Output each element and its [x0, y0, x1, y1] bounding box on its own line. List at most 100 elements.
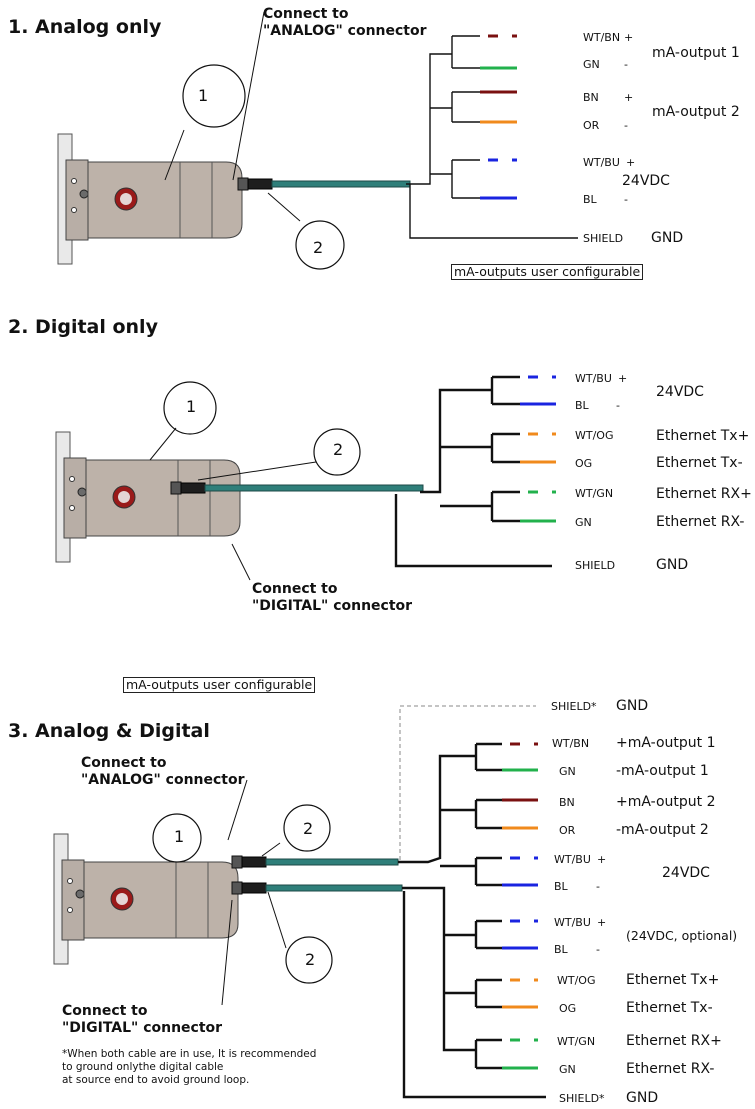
sensor-device: [53, 833, 239, 965]
leader-line: [267, 192, 301, 222]
signal-label: Ethernet RX-: [626, 1061, 715, 1077]
logo-center: [116, 893, 128, 905]
footnote-line: to ground onlythe digital cable: [62, 1061, 224, 1073]
screw: [79, 189, 89, 199]
wire-code: WT/BN: [552, 737, 590, 750]
trunk-line: [420, 388, 492, 494]
leader-line: [149, 427, 177, 461]
wire-polarity: -: [596, 880, 600, 893]
dashed-shield-line: [399, 705, 536, 860]
callout-2: 2: [305, 950, 316, 969]
wire-code: BN: [559, 796, 575, 809]
flange-hole: [69, 476, 75, 482]
signal-label: -mA-output 1: [616, 763, 709, 779]
wire-code: OR: [583, 119, 600, 132]
leader-line: [231, 543, 251, 581]
screw: [75, 889, 85, 899]
connector-label-analog: Connect to "ANALOG" connector: [81, 755, 245, 789]
config-note: mA-outputs user configurable: [123, 677, 316, 693]
shield-line: [394, 494, 552, 568]
callout-circle: [313, 428, 361, 476]
leader-line: [227, 779, 248, 841]
connector-label-digital: Connect to "DIGITAL" connector: [62, 1003, 222, 1037]
wire-code: WT/GN: [575, 487, 614, 500]
connector-line-2: "DIGITAL" connector: [252, 598, 413, 614]
sensor-body: [87, 161, 243, 239]
connector-line-1: Connect to: [62, 1003, 148, 1019]
cable: [271, 180, 411, 188]
shield-signal: GND: [651, 230, 684, 246]
shield-code: SHIELD*: [551, 700, 597, 713]
wire-polarity: +: [597, 916, 607, 929]
signal-label: Ethernet RX+: [626, 1033, 722, 1049]
sensor-device: [57, 133, 243, 265]
ground-footnote: *When both cable are in use, It is recom…: [62, 1048, 316, 1087]
cable-analog: [265, 858, 399, 866]
callout-circle: [295, 220, 345, 270]
shield-code: SHIELD: [575, 559, 616, 572]
connector-plug-digital-nut: [231, 881, 243, 895]
callout-circle: [152, 813, 202, 863]
trunk-line: [402, 886, 476, 1052]
wire-code: GN: [583, 58, 600, 71]
footnote-line: *When both cable are in use, It is recom…: [62, 1048, 317, 1060]
signal-label: mA-output 2: [652, 104, 740, 120]
leader-line: [232, 11, 265, 181]
callout-circle: [182, 64, 246, 128]
footnote-line: at source end to avoid ground loop.: [62, 1074, 250, 1086]
connector-plug-nut: [170, 481, 182, 495]
signal-label: 24VDC: [622, 173, 670, 189]
wire-code: BL: [554, 943, 568, 956]
wire-polarity: +: [597, 853, 607, 866]
flange: [65, 159, 89, 241]
sensor-body: [83, 861, 239, 939]
wire-polarity: -: [624, 193, 628, 206]
connector-line-1: Connect to: [263, 6, 349, 22]
wire-code: WT/BU: [575, 372, 612, 385]
section-title-digital: 2. Digital only: [8, 316, 158, 338]
callout-1: 1: [198, 86, 209, 105]
signal-label: 24VDC: [656, 384, 704, 400]
wire-polarity: -: [616, 399, 620, 412]
signal-label: +mA-output 1: [616, 735, 716, 751]
leader-line: [197, 461, 317, 481]
leader-line: [164, 129, 185, 181]
wire-code: OG: [559, 1002, 577, 1015]
connector-plug-body: [180, 482, 206, 494]
wire-code: WT/BU: [554, 853, 591, 866]
wire-code: GN: [559, 1063, 576, 1076]
wire-code: BL: [554, 880, 568, 893]
flange: [63, 457, 87, 539]
signal-label: +mA-output 2: [616, 794, 716, 810]
connector-line-2: "ANALOG" connector: [81, 772, 245, 788]
signal-label: Ethernet RX+: [656, 486, 752, 502]
wire-code: GN: [559, 765, 576, 778]
shield-line: [409, 184, 578, 239]
signal-label: Ethernet Tx+: [656, 428, 750, 444]
signal-label: (24VDC, optional): [626, 928, 738, 943]
wire-polarity: -: [624, 119, 628, 132]
callout-2: 2: [303, 819, 314, 838]
signal-label: Ethernet RX-: [656, 514, 745, 530]
callout-circle: [285, 936, 333, 984]
leader-line: [261, 842, 281, 857]
screw: [77, 487, 87, 497]
callout-1: 1: [186, 397, 197, 416]
connector-plug-analog-nut: [231, 855, 243, 869]
leader-line: [267, 891, 287, 949]
connector-plug-body: [247, 178, 273, 190]
wire-polarity: +: [618, 372, 628, 385]
connector-plug-digital-body: [241, 882, 267, 894]
callout-circle: [163, 381, 217, 435]
wire-code: OR: [559, 824, 576, 837]
shield-code: SHIELD*: [559, 1092, 605, 1105]
wire-code: WT/BU: [554, 916, 591, 929]
shield-line: [402, 891, 546, 1099]
connector-line-1: Connect to: [252, 581, 338, 597]
shield-signal: GND: [656, 557, 689, 573]
wire-code: BL: [583, 193, 597, 206]
connector-plug-nut: [237, 177, 249, 191]
cable-digital: [265, 884, 403, 892]
wire-code: GN: [575, 516, 592, 529]
